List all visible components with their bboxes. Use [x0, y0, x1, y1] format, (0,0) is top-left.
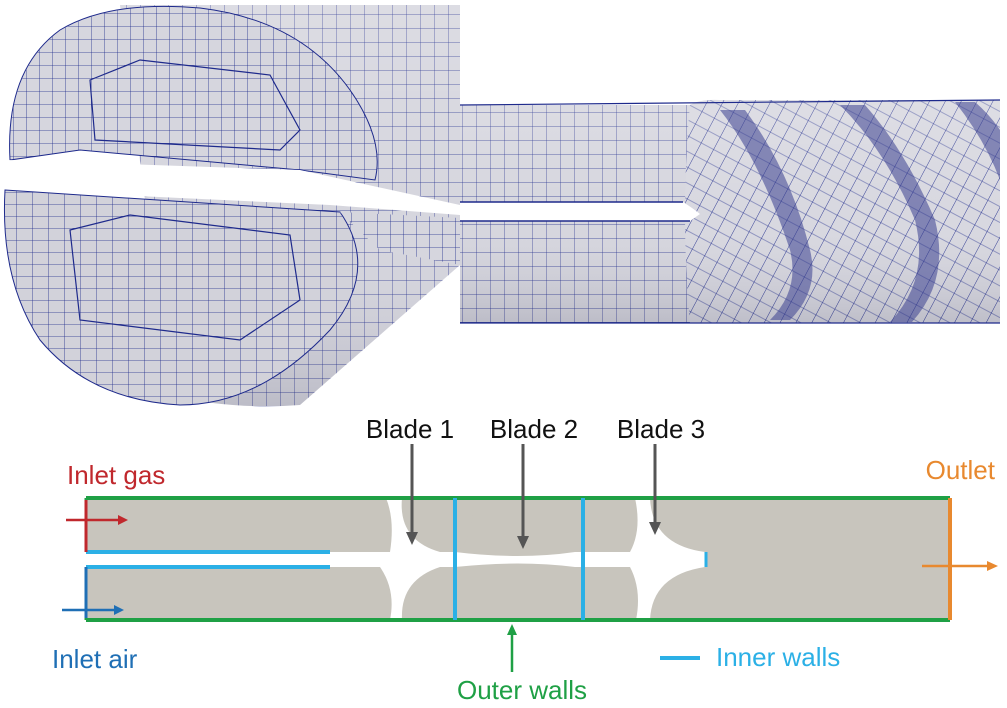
blade-1-arrow-icon	[406, 532, 418, 545]
inlet-air-arrow-icon	[114, 605, 124, 615]
domain-schematic: Blade 1 Blade 2 Blade 3 Inlet gas Inlet …	[52, 414, 998, 705]
label-blade-1: Blade 1	[366, 414, 454, 444]
tube-slit	[460, 202, 700, 221]
helical-blade-band-1	[720, 110, 813, 320]
inlet-split-gap	[86, 552, 330, 567]
mesh-render-helical-section	[459, 99, 1001, 324]
outlet-arrow-icon	[987, 561, 998, 571]
label-blade-2: Blade 2	[490, 414, 578, 444]
upper-end-face	[9, 5, 378, 181]
blade-2-upper-edge	[455, 498, 583, 552]
blade-2-arrow-icon	[517, 536, 529, 549]
blade-3-arrow-icon	[649, 522, 661, 535]
label-blade-3: Blade 3	[617, 414, 705, 444]
mesh-render-cross-section	[3, 5, 460, 407]
label-inner-walls: Inner walls	[716, 642, 840, 672]
label-inlet-gas: Inlet gas	[67, 460, 165, 490]
label-outer-walls: Outer walls	[457, 675, 587, 705]
lower-end-face	[3, 189, 359, 406]
split-gap	[8, 160, 460, 215]
helical-blade-band-3	[955, 102, 1000, 180]
blade-3-gap	[583, 498, 705, 620]
blade-1-gap	[330, 498, 455, 620]
blade-2-gap	[455, 552, 583, 567]
helical-blade-band-2	[840, 105, 940, 322]
lower-slab-side	[340, 212, 460, 265]
label-inlet-air: Inlet air	[52, 644, 138, 674]
label-outlet: Outlet	[926, 455, 996, 485]
inlet-gas-arrow-icon	[118, 515, 128, 525]
outer-walls-arrow-icon	[507, 624, 517, 635]
